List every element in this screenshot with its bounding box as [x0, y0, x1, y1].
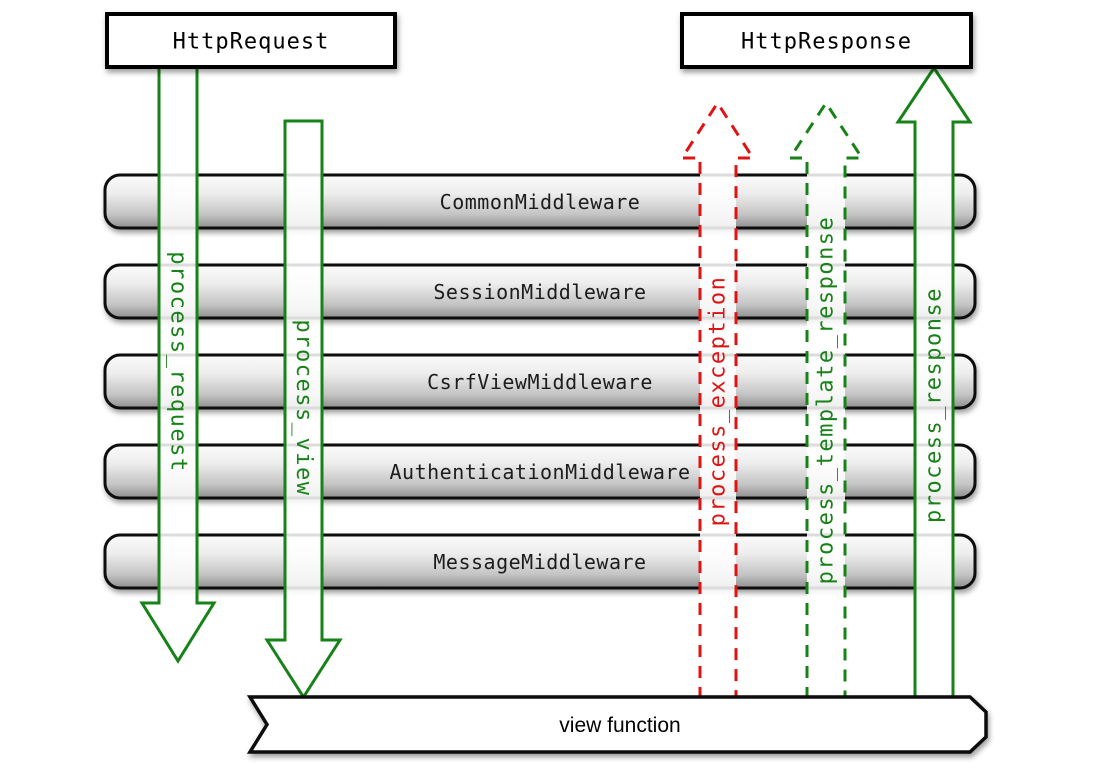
arrow-process-template-response: process_template_response — [787, 100, 865, 701]
arrow-process-exception-shape — [679, 100, 756, 701]
arrow-process-view-shape — [264, 119, 343, 700]
arrow-process-template-response-shape — [787, 100, 865, 701]
http-response-box: HttpResponse — [680, 12, 973, 69]
arrow-process-request: process_request — [139, 64, 217, 664]
middleware-bar-label: CsrfViewMiddleware — [427, 370, 653, 394]
arrow-process-template-response-label: process_template_response — [814, 216, 839, 585]
http-request-label: HttpRequest — [173, 30, 330, 55]
arrow-process-exception: process_exception — [679, 100, 756, 701]
arrow-process-response-shape — [895, 65, 973, 701]
arrow-process-response: process_response — [895, 65, 973, 701]
middleware-bar-label: AuthenticationMiddleware — [390, 460, 691, 484]
http-response-label: HttpResponse — [741, 30, 912, 55]
http-request-box: HttpRequest — [105, 12, 397, 69]
arrow-process-request-shape — [139, 64, 217, 664]
http-response-box-shape — [680, 12, 973, 69]
arrow-process-exception-label: process_exception — [706, 276, 731, 527]
middleware-bar-label: SessionMiddleware — [433, 280, 646, 304]
arrow-process-response-label: process_response — [922, 287, 947, 523]
middleware-bar-label: CommonMiddleware — [440, 190, 641, 214]
view-function-banner-shape — [246, 695, 988, 754]
middleware-bar-label: MessageMiddleware — [433, 550, 646, 574]
view-function-banner: view function — [246, 695, 988, 754]
arrow-process-view: process_view — [264, 119, 343, 700]
view-function-label: view function — [559, 714, 680, 737]
arrow-process-request-label: process_request — [166, 251, 191, 472]
arrow-process-view-label: process_view — [291, 320, 316, 497]
http-request-box-shape — [105, 12, 397, 69]
